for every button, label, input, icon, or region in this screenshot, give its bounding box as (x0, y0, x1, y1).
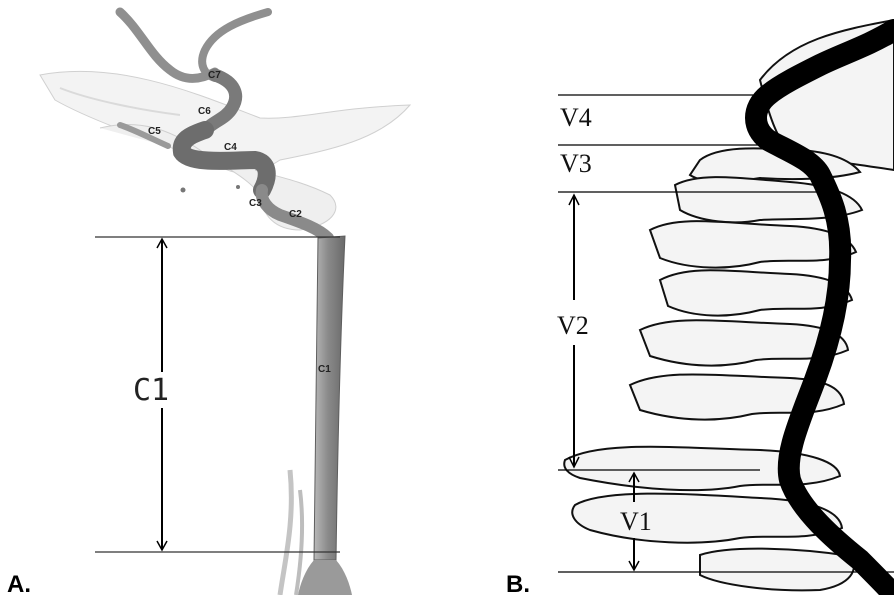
vessel-label-c5: C5 (148, 126, 161, 137)
panel-a: C7 C6 C5 C4 C3 C2 C1 C1 A. (7, 12, 410, 595)
vessel-label-c7: C7 (208, 70, 221, 81)
vessel-label-c3: C3 (249, 198, 262, 209)
segment-label-v1: V1 (620, 507, 652, 536)
segment-label-v3: V3 (560, 149, 592, 178)
panel-a-letter: A. (7, 571, 31, 595)
segment-label-v2: V2 (557, 311, 589, 340)
c1-segment-label: C1 (133, 373, 169, 408)
segment-label-v4: V4 (560, 103, 592, 132)
vessel-label-c2: C2 (289, 209, 302, 220)
panel-b: V4 V3 V2 V1 B. (506, 20, 894, 595)
vessel-label-c6: C6 (198, 106, 211, 117)
vessel-label-c4: C4 (224, 142, 237, 153)
vessel-label-c1: C1 (318, 364, 331, 375)
panel-b-letter: B. (506, 571, 530, 595)
